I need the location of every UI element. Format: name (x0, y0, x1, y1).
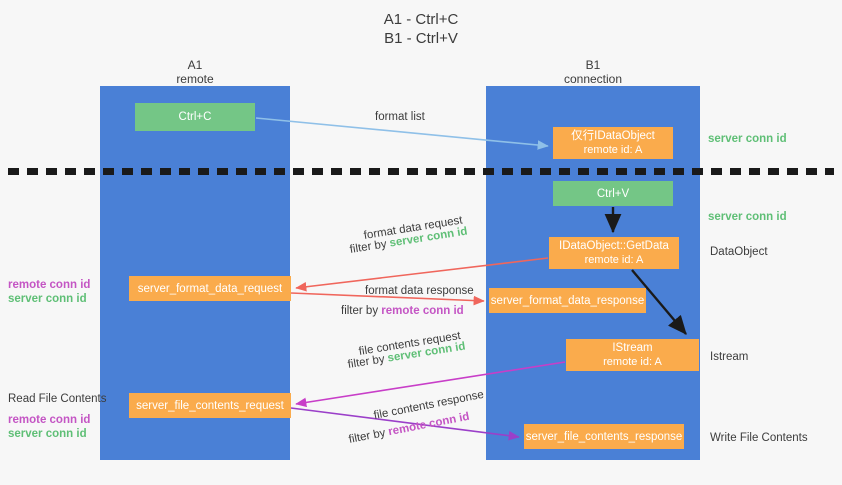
annotation-remote-conn-id-upper: remote conn id (8, 279, 91, 291)
box-server-file-contents-response[interactable]: server_file_contents_response (524, 424, 684, 449)
box-istream-line1: IStream (612, 342, 653, 354)
box-idataobject-line2: remote id: A (583, 144, 643, 156)
box-server-file-contents-request-label: server_file_contents_request (136, 399, 284, 412)
label-format-data-response: format data response (365, 285, 474, 297)
annotation-read-file-contents: Read File Contents (8, 393, 107, 405)
box-ctrl-v-label: Ctrl+V (596, 187, 630, 200)
box-server-format-data-response[interactable]: server_format_data_response (489, 288, 646, 313)
box-idataobject[interactable]: 仅行IDataObject remote id: A (553, 127, 673, 159)
annotation-conn-ids-upper: remote conn id server conn id (8, 278, 90, 306)
box-server-format-data-request[interactable]: server_format_data_request (129, 276, 291, 301)
annotation-server-conn-id-top: server conn id (708, 133, 787, 145)
phase-separator (8, 168, 834, 175)
annotation-write-file-contents: Write File Contents (710, 432, 808, 444)
box-getdata-line2: remote id: A (584, 254, 644, 266)
annotation-server-conn-id-mid: server conn id (708, 211, 787, 223)
box-server-file-contents-request[interactable]: server_file_contents_request (129, 393, 291, 418)
filter-by-text-2: filter by (341, 305, 379, 317)
box-server-file-contents-response-label: server_file_contents_response (525, 430, 683, 443)
box-ctrl-c[interactable]: Ctrl+C (135, 103, 255, 131)
lane-header-a1-role: remote (176, 72, 214, 86)
annotation-server-conn-id-lower: server conn id (8, 428, 87, 440)
filter-by-text-4: filter by (347, 427, 387, 446)
annotation-server-conn-id-upper: server conn id (8, 293, 87, 305)
title-line-1: A1 - Ctrl+C (383, 11, 459, 28)
box-ctrl-c-label: Ctrl+C (178, 111, 212, 123)
lane-header-a1: A1 remote (100, 58, 290, 86)
lane-header-b1-name: B1 (585, 58, 601, 72)
box-getdata[interactable]: IDataObject::GetData remote id: A (549, 237, 679, 269)
box-idataobject-line1: 仅行IDataObject (571, 130, 655, 142)
box-getdata-line1: IDataObject::GetData (559, 240, 669, 252)
box-istream-line2: remote id: A (603, 356, 662, 368)
box-ctrl-v[interactable]: Ctrl+V (553, 181, 673, 206)
lane-header-b1-role: connection (563, 72, 623, 86)
remote-conn-id-text-1: remote conn id (381, 305, 464, 317)
page-title: A1 - Ctrl+C B1 - Ctrl+V (0, 10, 842, 48)
annotation-data-object: DataObject (710, 246, 768, 258)
filter-by-text-1: filter by (348, 238, 388, 256)
annotation-remote-conn-id-lower: remote conn id (8, 414, 91, 426)
box-server-format-data-request-label: server_format_data_request (137, 282, 283, 295)
lane-header-a1-name: A1 (187, 58, 203, 72)
label-format-list: format list (375, 111, 425, 123)
annotation-conn-ids-lower: remote conn id server conn id (8, 413, 90, 441)
filter-by-text-3: filter by (346, 353, 386, 371)
box-server-format-data-response-label: server_format_data_response (490, 294, 645, 307)
annotation-istream: Istream (710, 351, 749, 363)
label-format-data-response-filter: filter by remote conn id (341, 304, 464, 319)
lane-header-b1: B1 connection (486, 58, 700, 86)
box-istream[interactable]: IStream remote id: A (566, 339, 699, 371)
title-line-2: B1 - Ctrl+V (384, 30, 458, 47)
